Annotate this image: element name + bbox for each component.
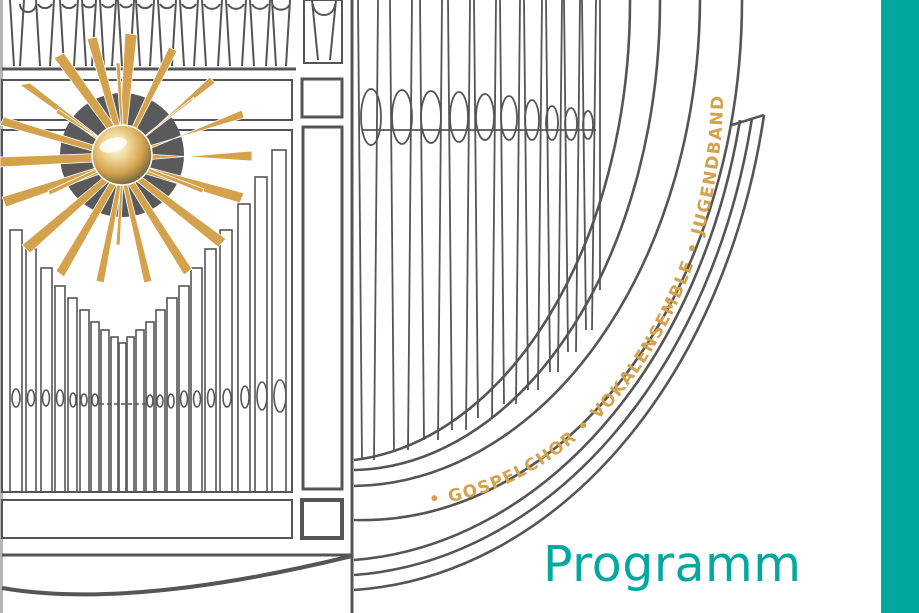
teal-side-bar xyxy=(881,0,919,613)
page-title: Programm xyxy=(543,536,802,593)
center-pipes xyxy=(357,0,601,461)
sunburst-icon xyxy=(0,32,253,284)
front-pipes xyxy=(9,149,287,493)
top-pipes xyxy=(9,0,291,67)
organ-case xyxy=(1,0,766,613)
ring-arcs xyxy=(353,0,766,592)
gold-ball xyxy=(91,124,153,186)
